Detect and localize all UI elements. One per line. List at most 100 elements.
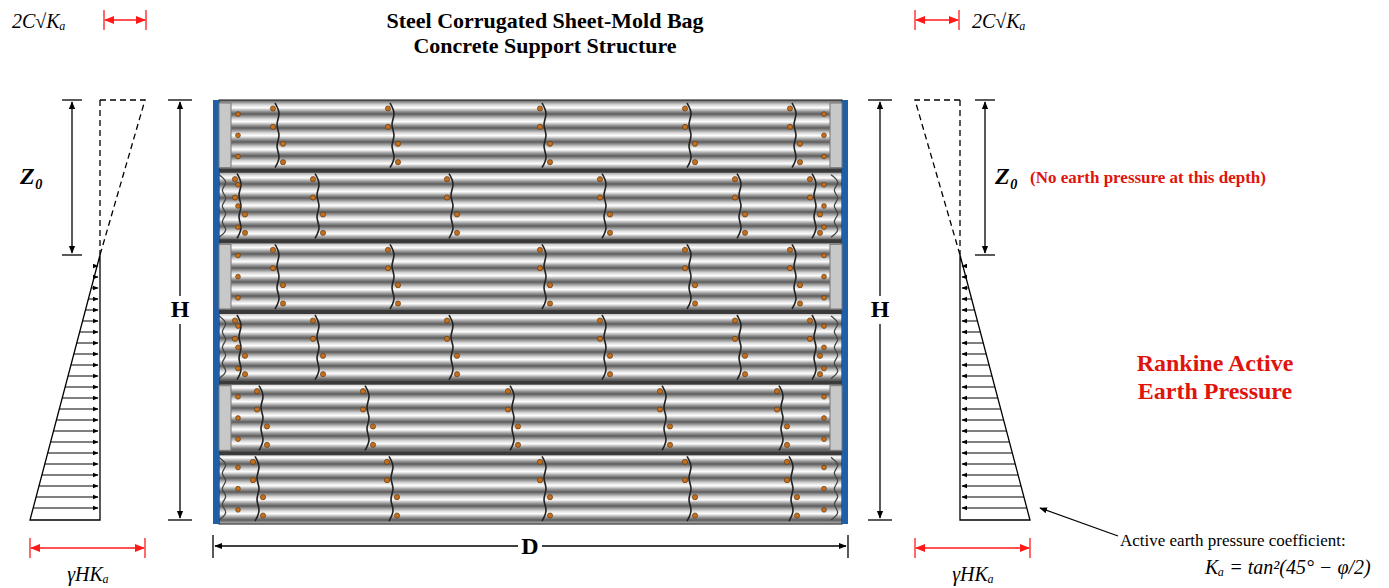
bolt <box>597 195 602 200</box>
bolt <box>236 507 241 512</box>
bolt <box>395 283 400 288</box>
bolt <box>537 247 542 252</box>
wave-edge <box>219 316 226 379</box>
bolt <box>822 274 827 279</box>
bolt <box>667 442 672 447</box>
bolt <box>270 266 275 271</box>
pressure-term: γHKₐ <box>952 563 994 586</box>
bolt <box>270 247 275 252</box>
bolt <box>547 160 552 165</box>
row-seam <box>219 310 842 314</box>
bolt <box>395 141 400 146</box>
figure-title: Steel Corrugated Sheet-Mold Bag Concrete… <box>380 8 710 59</box>
bolt <box>384 478 389 483</box>
bolt <box>784 478 789 483</box>
title-text: Steel Corrugated Sheet-Mold Bag Concrete… <box>386 8 703 58</box>
cohesion-term: 2C√Kₐ <box>12 10 66 33</box>
left-pressure-diagram <box>30 10 192 558</box>
bolt <box>250 459 255 464</box>
bolt <box>682 247 687 252</box>
panel-joint <box>792 103 796 168</box>
method-label: Rankine Active Earth Pressure <box>1115 350 1315 405</box>
bolt <box>264 442 269 447</box>
bolt <box>787 124 792 129</box>
wave-edge <box>219 457 226 520</box>
bolt <box>454 372 459 377</box>
bolt <box>537 266 542 271</box>
bolt <box>784 424 789 429</box>
bolt <box>385 124 390 129</box>
bolt <box>787 106 792 111</box>
bolt <box>817 353 822 358</box>
end-plate <box>219 103 231 168</box>
pressure-term: γHKₐ <box>67 563 109 586</box>
bolt <box>270 124 275 129</box>
panel-joint <box>275 244 279 309</box>
bolt <box>320 372 325 377</box>
depth-label: Z₀ <box>995 163 1018 191</box>
bolt <box>794 513 799 518</box>
bolt <box>692 495 697 500</box>
bolt <box>280 160 285 165</box>
panel-joint <box>812 315 816 380</box>
bolt <box>444 195 449 200</box>
height-label-text: H <box>871 296 890 322</box>
bolt <box>784 459 789 464</box>
bolt <box>822 394 827 399</box>
formula-text: Kₐ = tan²(45° − φ/2) <box>1205 556 1371 578</box>
bolt <box>822 154 827 159</box>
panel-joint <box>812 174 816 239</box>
bolt <box>254 407 259 412</box>
bolt <box>794 495 799 500</box>
corrugated-wall <box>219 100 842 524</box>
bolt <box>384 459 389 464</box>
bolt <box>607 353 612 358</box>
bolt <box>797 283 802 288</box>
coefficient-label: Active earth pressure coefficient: <box>1120 531 1346 551</box>
bolt <box>444 336 449 341</box>
bolt <box>537 106 542 111</box>
bolt <box>250 478 255 483</box>
bolt <box>807 195 812 200</box>
panel-joint <box>259 386 263 451</box>
panel-joint <box>510 386 514 451</box>
bolt <box>232 336 237 341</box>
bolt <box>236 274 241 279</box>
bolt <box>320 353 325 358</box>
panel-joint <box>792 244 796 309</box>
bolt <box>264 424 269 429</box>
bolt <box>505 407 510 412</box>
row-seam <box>219 239 842 243</box>
bolt <box>807 177 812 182</box>
panel-joint <box>779 386 783 451</box>
bolt <box>682 124 687 129</box>
bolt <box>310 318 315 323</box>
bolt <box>537 478 542 483</box>
bolt <box>547 495 552 500</box>
bolt <box>692 160 697 165</box>
bolt <box>607 212 612 217</box>
panel-joint <box>542 456 546 521</box>
bolt <box>682 478 687 483</box>
bolt <box>784 442 789 447</box>
panel-joint <box>255 456 259 521</box>
bolt <box>236 394 241 399</box>
panel-joint <box>365 386 369 451</box>
bolt <box>515 442 520 447</box>
bolt <box>682 266 687 271</box>
bolt <box>394 513 399 518</box>
bolt <box>822 507 827 512</box>
bolt <box>320 230 325 235</box>
bolt <box>657 389 662 394</box>
bolt <box>537 459 542 464</box>
bolt <box>515 424 520 429</box>
bolt <box>505 389 510 394</box>
bolt <box>742 212 747 217</box>
panel-joint <box>687 244 691 309</box>
bolt <box>370 442 375 447</box>
panel-joint <box>275 103 279 168</box>
coefficient-label-text: Active earth pressure coefficient: <box>1120 531 1346 550</box>
bolt <box>395 301 400 306</box>
wave-edge <box>831 316 838 379</box>
panel-joint <box>687 456 691 521</box>
